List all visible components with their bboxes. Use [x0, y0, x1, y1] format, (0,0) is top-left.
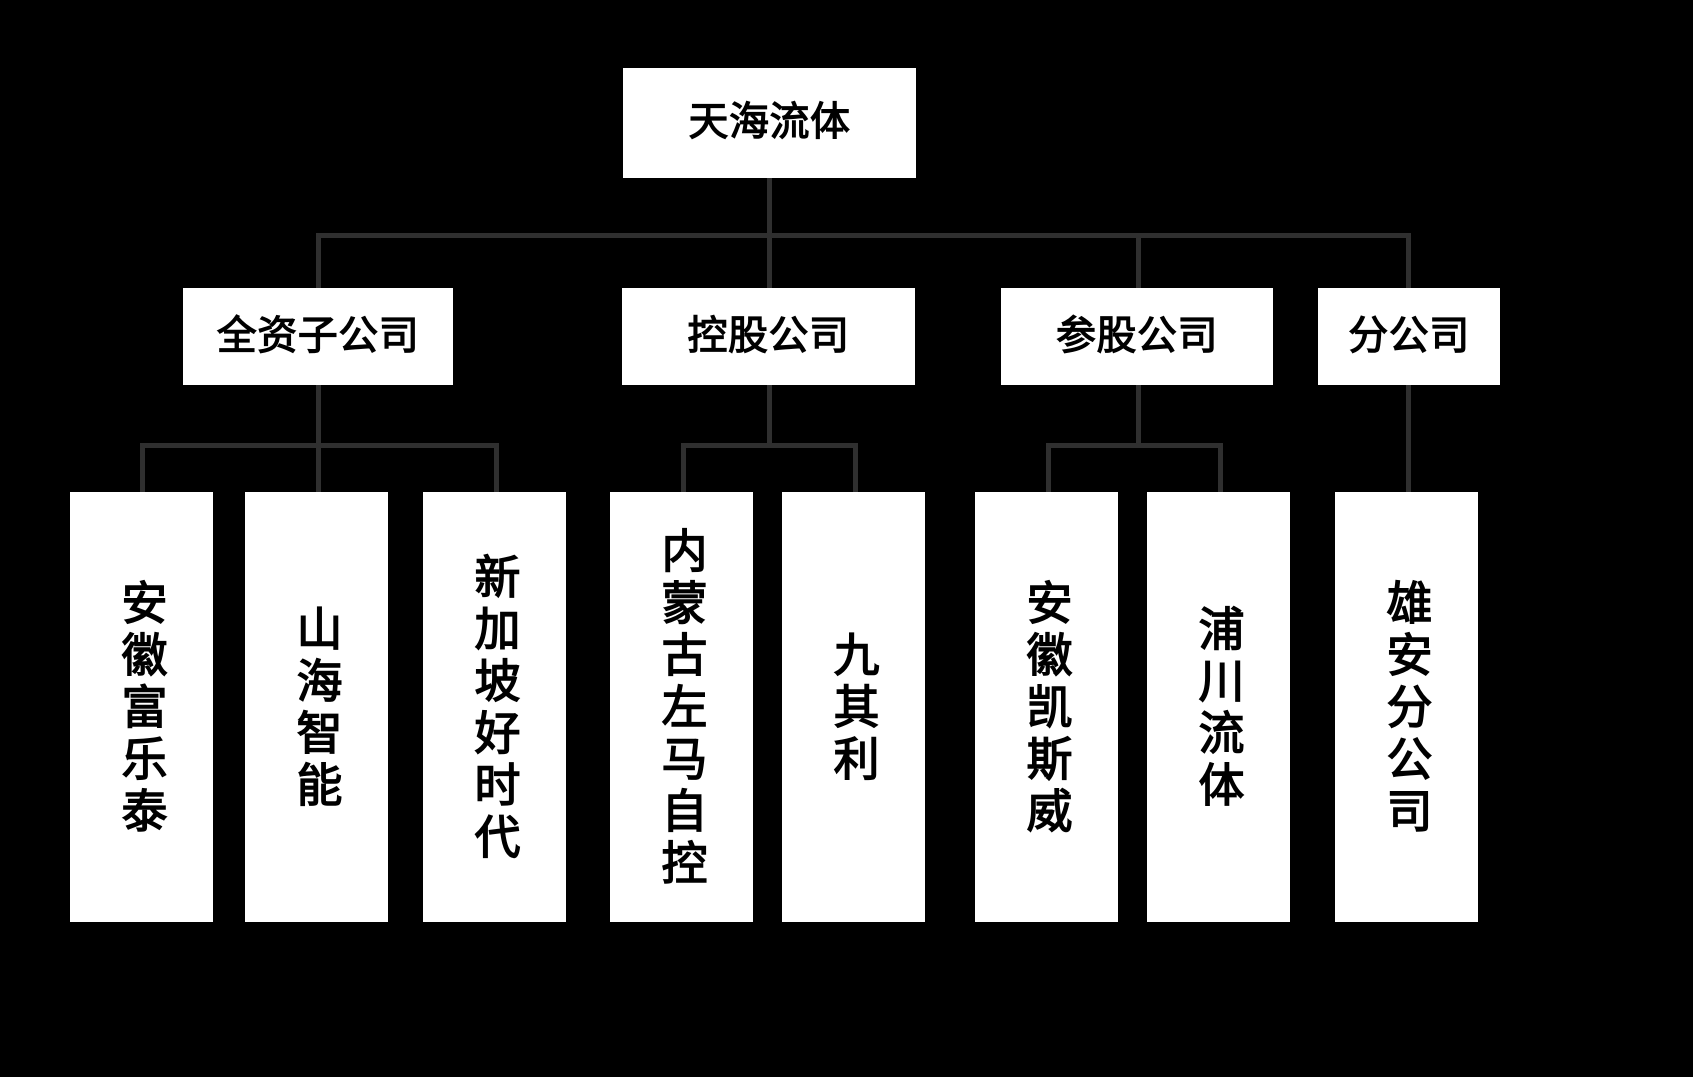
node-label: 参股公司 [1056, 313, 1218, 358]
node-label: 安徽富乐泰 [115, 579, 168, 839]
node-holding-company[interactable]: 控股公司 [622, 288, 915, 385]
connector-drop-l3-5 [1046, 443, 1051, 492]
node-label: 分公司 [1348, 313, 1470, 358]
connector-drop-l2-3 [1406, 233, 1411, 289]
node-label: 浦川流体 [1192, 605, 1245, 813]
connector-drop-l3-3 [681, 443, 686, 492]
node-label: 新加坡好时代 [468, 553, 521, 865]
connector-drop-l3-2 [494, 443, 499, 492]
connector-stem-l2-2 [1136, 385, 1141, 446]
connector-stem-l2-0 [316, 385, 321, 446]
node-label: 全资子公司 [216, 313, 420, 358]
connector-stem-l2-3 [1406, 385, 1411, 492]
connector-drop-l2-0 [316, 233, 321, 289]
node-root[interactable]: 天海流体 [623, 68, 916, 178]
node-label: 内蒙古左马自控 [655, 527, 708, 891]
node-equity-participation-company[interactable]: 参股公司 [1001, 288, 1273, 385]
connector-root-stem [767, 178, 772, 238]
connector-drop-l3-1 [316, 443, 321, 492]
node-branch-company[interactable]: 分公司 [1318, 288, 1500, 385]
connector-drop-l3-6 [1218, 443, 1223, 492]
node-wholly-owned-subsidiary[interactable]: 全资子公司 [183, 288, 453, 385]
node-anhui-kaisiwei[interactable]: 安徽凯斯威 [975, 492, 1118, 922]
node-anhui-fuletai[interactable]: 安徽富乐泰 [70, 492, 213, 922]
node-xiongan-fengongsi[interactable]: 雄安分公司 [1335, 492, 1478, 922]
connector-drop-l3-4 [853, 443, 858, 492]
node-shanhai-zhineng[interactable]: 山海智能 [245, 492, 388, 922]
node-label: 雄安分公司 [1380, 579, 1433, 839]
connector-drop-l2-1 [767, 233, 772, 289]
node-neimenggu-zuoma-zikong[interactable]: 内蒙古左马自控 [610, 492, 753, 922]
node-label: 山海智能 [290, 605, 343, 813]
node-xinjiapo-haoshidai[interactable]: 新加坡好时代 [423, 492, 566, 922]
connector-drop-l2-2 [1136, 233, 1141, 289]
connector-bus-l2-1 [681, 443, 858, 448]
node-root-label: 天海流体 [688, 100, 851, 145]
connector-drop-l3-0 [140, 443, 145, 492]
node-puchuan-liuti[interactable]: 浦川流体 [1147, 492, 1290, 922]
node-jiuqili[interactable]: 九其利 [782, 492, 925, 922]
node-label: 安徽凯斯威 [1020, 579, 1073, 839]
node-label: 控股公司 [687, 313, 850, 358]
node-label: 九其利 [827, 631, 880, 787]
connector-stem-l2-1 [767, 385, 772, 446]
connector-root-bus [316, 233, 1410, 238]
connector-bus-l2-2 [1046, 443, 1222, 448]
